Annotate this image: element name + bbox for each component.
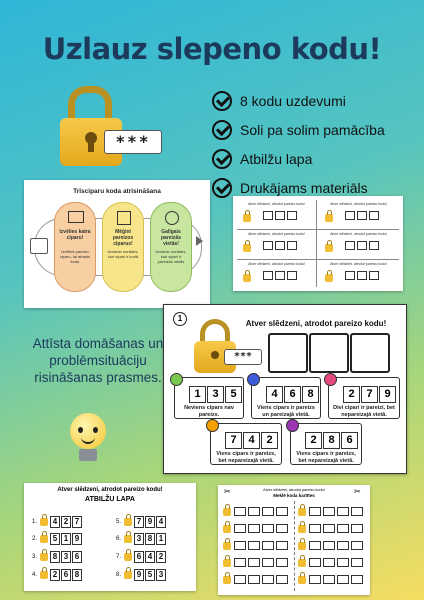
emoji-icon [247,373,260,386]
puzzle-title: Atver slēdzeni, atrodot pareizo kodu! [245,319,387,328]
emoji-icon [286,419,299,432]
infographic-title: Trīsciparu koda atrisināšana [73,188,161,195]
puzzle-number: 1 [173,312,187,326]
feature-item: Atbilžu lapa [212,144,417,173]
answer-sheet-subtitle: ATBILŽU LAPA [85,496,135,503]
cards-overview-preview: Atver slēdzeni, atrodot pareizo kodu! At… [233,196,403,291]
answer-box[interactable] [268,333,308,373]
emoji-icon [170,373,183,386]
answer-box[interactable] [309,333,349,373]
cards-sheet-subtitle: Meklē koda kartītes [273,493,315,498]
check-circle-icon [212,90,232,111]
step-card: Izvēlies katra ciparu! Izvēlies pareizo … [54,202,96,292]
mini-card: Atver slēdzeni, atrodot pareizo kodu! [239,262,314,286]
cards-sheet-title: Atver slēdzeni, atrodot pareizo kodu! [263,488,325,492]
infographic-preview: Trīsciparu koda atrisināšana Izvēlies ka… [24,180,210,308]
puzzle-preview: 1 Atver slēdzeni, atrodot pareizo kodu! … [163,304,407,474]
card-column [223,503,291,589]
mini-card: Atver slēdzeni, atrodot pareizo kodu! [321,262,396,286]
scissors-icon: ✂ [224,487,231,496]
mini-card: Atver slēdzeni, atrodot pareizo kodu! [239,202,314,226]
feature-item: 8 kodu uzdevumi [212,86,417,115]
lock-icon [40,514,49,526]
mini-card: Atver slēdzeni, atrodot pareizo kodu! [239,232,314,256]
search-doc-icon [30,238,48,254]
feature-item: Soli pa solim pamācība [212,115,417,144]
check-circle-icon [212,148,232,169]
arrow-icon [196,236,203,246]
lock-code-display: *** [224,349,262,365]
document-icon [117,211,131,225]
answer-box[interactable] [350,333,390,373]
lock-icon [124,549,133,561]
lock-icon [40,567,49,579]
lock-icon [124,531,133,543]
lightbulb-icon [66,413,110,469]
feature-list: 8 kodu uzdevumi Soli pa solim pamācība A… [212,86,417,202]
lock-icon [40,531,49,543]
page-title: Uzlauz slepeno kodu! [42,32,382,66]
check-circle-icon [212,177,232,198]
keyhole-icon [211,351,219,359]
mini-card: Atver slēdzeni, atrodot pareizo kodu! [321,202,396,226]
scissors-icon: ✂ [354,487,361,496]
step-card: Mēģini pareizos ciparus! Izmanto norādes… [102,202,144,292]
feature-item: Drukājams materiāls [212,173,417,202]
check-circle-icon [212,119,232,140]
lock-icon [124,514,133,526]
lock-illustration: *** [194,319,264,373]
cut-line [294,501,295,591]
emoji-icon [206,419,219,432]
answer-sheet-title: Atver slēdzeni, atrodot pareizo kodu! [57,487,163,493]
lock-icon [124,567,133,579]
card-column [298,503,366,589]
lock-code-display: *** [104,130,162,154]
cutout-cards-preview: Atver slēdzeni, atrodot pareizo kodu! Me… [218,485,370,595]
lock-illustration: *** [60,86,170,166]
calendar-icon [68,211,84,223]
target-icon [165,211,179,225]
mini-card: Atver slēdzeni, atrodot pareizo kodu! [321,232,396,256]
skills-description: Attīsta domāšanas un problēmsituāciju ri… [32,336,164,385]
emoji-icon [324,373,337,386]
step-card: Galīgais pareizās vietās! Izmanto norāde… [150,202,192,292]
lock-icon [40,549,49,561]
answer-sheet-preview: Atver slēdzeni, atrodot pareizo kodu! AT… [24,483,196,591]
